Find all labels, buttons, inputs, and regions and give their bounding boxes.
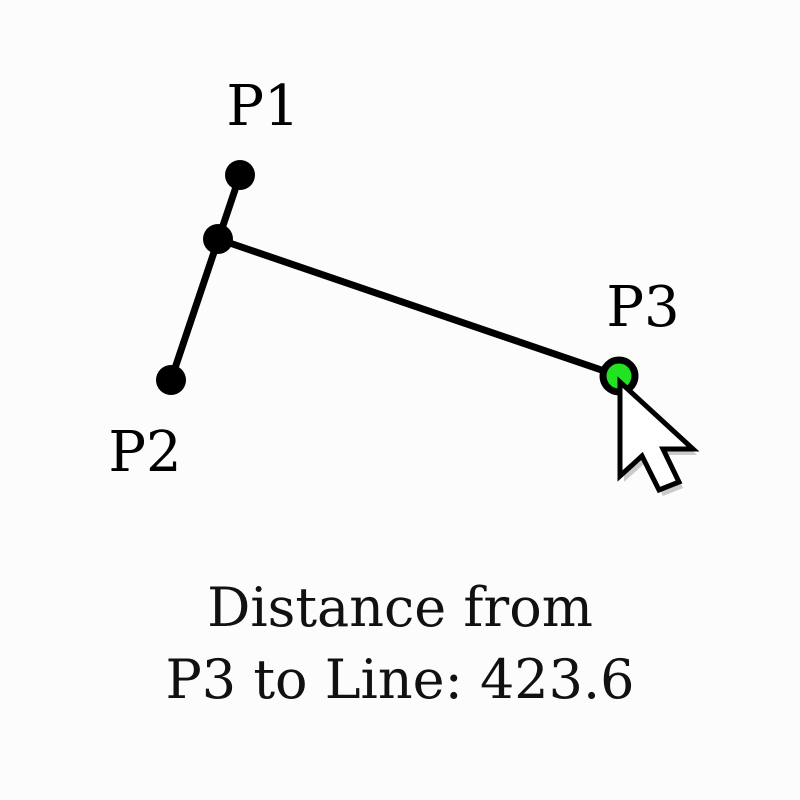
line-p1-p2 — [167, 171, 244, 384]
point-p1[interactable] — [225, 160, 255, 190]
readout-line2: P3 to Line: 423.6 — [0, 644, 800, 716]
label-p2: P2 — [108, 420, 181, 485]
readout-line1: Distance from — [207, 576, 593, 639]
readout-prefix: P3 to Line: — [165, 648, 463, 711]
perpendicular-segment — [214, 235, 623, 380]
distance-readout: Distance from P3 to Line: 423.6 — [0, 572, 800, 716]
distance-value: 423.6 — [479, 648, 635, 711]
label-p1: P1 — [226, 74, 299, 139]
foot-point — [203, 224, 233, 254]
point-p2[interactable] — [156, 365, 186, 395]
label-p3: P3 — [606, 275, 679, 340]
arrow-cursor-icon — [617, 376, 700, 496]
